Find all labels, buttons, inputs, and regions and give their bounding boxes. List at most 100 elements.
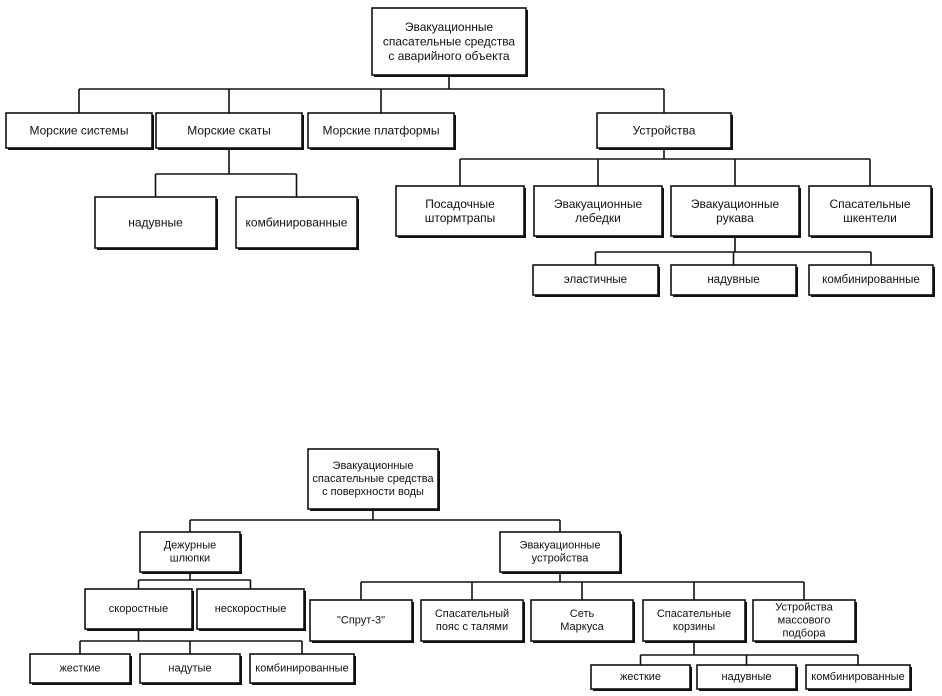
top-sea-slides-box-border bbox=[155, 112, 303, 149]
bottom-inflated-box-border bbox=[139, 653, 241, 684]
bottom-root-box-border bbox=[307, 448, 439, 510]
bottom-markus-net-box-border bbox=[530, 599, 634, 642]
top-rescue-lines-label-line: Спасательные bbox=[829, 197, 910, 211]
top-elastic-label-line: эластичные bbox=[564, 274, 627, 286]
top-evac-sleeves-box-border bbox=[670, 185, 800, 237]
top-devices-box: Устройства bbox=[596, 112, 733, 150]
bottom-rescue-belt-label-line: пояс с талями bbox=[436, 621, 508, 633]
top-sea-systems-label-line: Морские системы bbox=[29, 124, 128, 138]
top-sea-slides-label-line: Морские скаты bbox=[187, 124, 270, 138]
top-sleeve-combined-label-line: комбинированные bbox=[822, 274, 920, 286]
top-elastic-box-border bbox=[532, 264, 659, 296]
bottom-fast-box-border bbox=[84, 588, 193, 630]
bottom-evac-devices-label-line: устройства bbox=[532, 553, 590, 565]
bottom-mass-pickup-label-line: Устройства bbox=[775, 601, 833, 613]
bottom-duty-boats-box: Дежурные шлюпки bbox=[139, 531, 242, 574]
bottom-not-fast-label-line: нескоростные bbox=[215, 603, 287, 615]
bottom-rescue-baskets-box-border bbox=[642, 599, 746, 642]
top-sea-systems-box: Морские системы bbox=[5, 112, 154, 150]
top-evac-winches-label-line: лебедки bbox=[575, 211, 621, 225]
bottom-root-label-line: с поверхности воды bbox=[322, 486, 424, 498]
top-sea-platforms-box-border bbox=[307, 112, 455, 149]
top-devices-box-border bbox=[596, 112, 732, 149]
top-boarding-ladders-label-line: Посадочные bbox=[425, 197, 495, 211]
bottom-rigid-box-border bbox=[29, 653, 131, 684]
top-root-label-line: спасательные средства bbox=[383, 35, 516, 49]
bottom-rigid-box: жесткие bbox=[29, 653, 132, 685]
top-sleeve-inflatable-label-line: надувные bbox=[707, 274, 759, 286]
top-inflatable-label-line: надувные bbox=[128, 216, 183, 230]
bottom-evac-devices-box: Эвакуационные устройства bbox=[499, 531, 622, 574]
bottom-combined-box: комбинированные bbox=[249, 653, 356, 685]
bottom-mass-pickup-box-border bbox=[752, 599, 856, 642]
top-elastic-box: эластичные bbox=[532, 264, 660, 297]
bottom-inflated-label-line: надутые bbox=[168, 663, 211, 675]
bottom-duty-boats-label-line: шлюпки bbox=[170, 553, 210, 565]
bottom-markus-net-label-line: Сеть bbox=[570, 608, 595, 620]
top-root-label-line: Эвакуационные bbox=[405, 20, 494, 34]
bottom-combined-label-line: комбинированные bbox=[255, 663, 348, 675]
bottom-duty-boats-label-line: Дежурные bbox=[164, 539, 217, 551]
bottom-mass-pickup-label-line: массового bbox=[778, 615, 831, 627]
top-boarding-ladders-label-line: штормтрапы bbox=[425, 211, 496, 225]
bottom-basket-rigid-box-border bbox=[590, 664, 691, 690]
bottom-inflated-box: надутые bbox=[139, 653, 242, 685]
top-evac-winches-label-line: Эвакуационные bbox=[554, 197, 643, 211]
bottom-rescue-belt-label-line: Спасательный bbox=[435, 608, 509, 620]
top-boarding-ladders-box-border bbox=[395, 185, 525, 237]
top-root-box-border bbox=[371, 7, 527, 76]
bottom-sprut-label-line: "Спрут-3" bbox=[337, 615, 385, 627]
top-sea-platforms-box: Морские платформы bbox=[307, 112, 456, 150]
bottom-basket-combined-box-border bbox=[805, 664, 911, 690]
top-sea-slides-box: Морские скаты bbox=[155, 112, 304, 150]
bottom-root-label-line: Эвакуационные bbox=[333, 460, 414, 472]
top-sleeve-inflatable-box: надувные bbox=[670, 264, 798, 297]
bottom-basket-inflatable-box-border bbox=[696, 664, 797, 690]
bottom-mass-pickup-label-line: подбора bbox=[783, 628, 827, 640]
bottom-basket-rigid-box: жесткие bbox=[590, 664, 692, 691]
bottom-evac-devices-label-line: Эвакуационные bbox=[520, 539, 601, 551]
bottom-fast-label-line: скоростные bbox=[109, 603, 168, 615]
top-devices-label-line: Устройства bbox=[633, 124, 696, 138]
bottom-rigid-label-line: жесткие bbox=[59, 663, 100, 675]
bottom-root-label-line: спасательные средства bbox=[312, 473, 434, 485]
top-sea-systems-box-border bbox=[5, 112, 153, 149]
top-sea-platforms-label-line: Морские платформы bbox=[323, 124, 440, 138]
top-combined-box-border bbox=[235, 196, 358, 249]
bottom-not-fast-box-border bbox=[196, 588, 305, 630]
bottom-duty-boats-box-border bbox=[139, 531, 241, 573]
top-sleeve-combined-box: комбинированные bbox=[808, 264, 935, 297]
top-combined-box: комбинированные bbox=[235, 196, 359, 250]
bottom-not-fast-box: нескоростные bbox=[196, 588, 306, 631]
bottom-basket-inflatable-label-line: надувные bbox=[721, 671, 771, 683]
top-evac-sleeves-label-line: рукава bbox=[716, 211, 754, 225]
bottom-fast-box: скоростные bbox=[84, 588, 194, 631]
top-sleeve-combined-box-border bbox=[808, 264, 934, 296]
bottom-rescue-baskets-label-line: Спасательные bbox=[657, 608, 731, 620]
bottom-basket-combined-label-line: комбинированные bbox=[811, 671, 904, 683]
bottom-basket-combined-box: комбинированные bbox=[805, 664, 912, 691]
top-evac-winches-box-border bbox=[533, 185, 663, 237]
bottom-rescue-baskets-label-line: корзины bbox=[673, 621, 715, 633]
top-combined-label-line: комбинированные bbox=[246, 216, 348, 230]
bottom-evac-devices-box-border bbox=[499, 531, 621, 573]
bottom-sprut-box-border bbox=[309, 599, 413, 642]
top-inflatable-box-border bbox=[94, 196, 217, 249]
bottom-markus-net-label-line: Маркуса bbox=[560, 621, 604, 633]
top-rescue-lines-box-border bbox=[808, 185, 932, 237]
bottom-combined-box-border bbox=[249, 653, 355, 684]
top-inflatable-box: надувные bbox=[94, 196, 218, 250]
bottom-sprut-box: "Спрут-3" bbox=[309, 599, 414, 643]
top-sleeve-inflatable-box-border bbox=[670, 264, 797, 296]
